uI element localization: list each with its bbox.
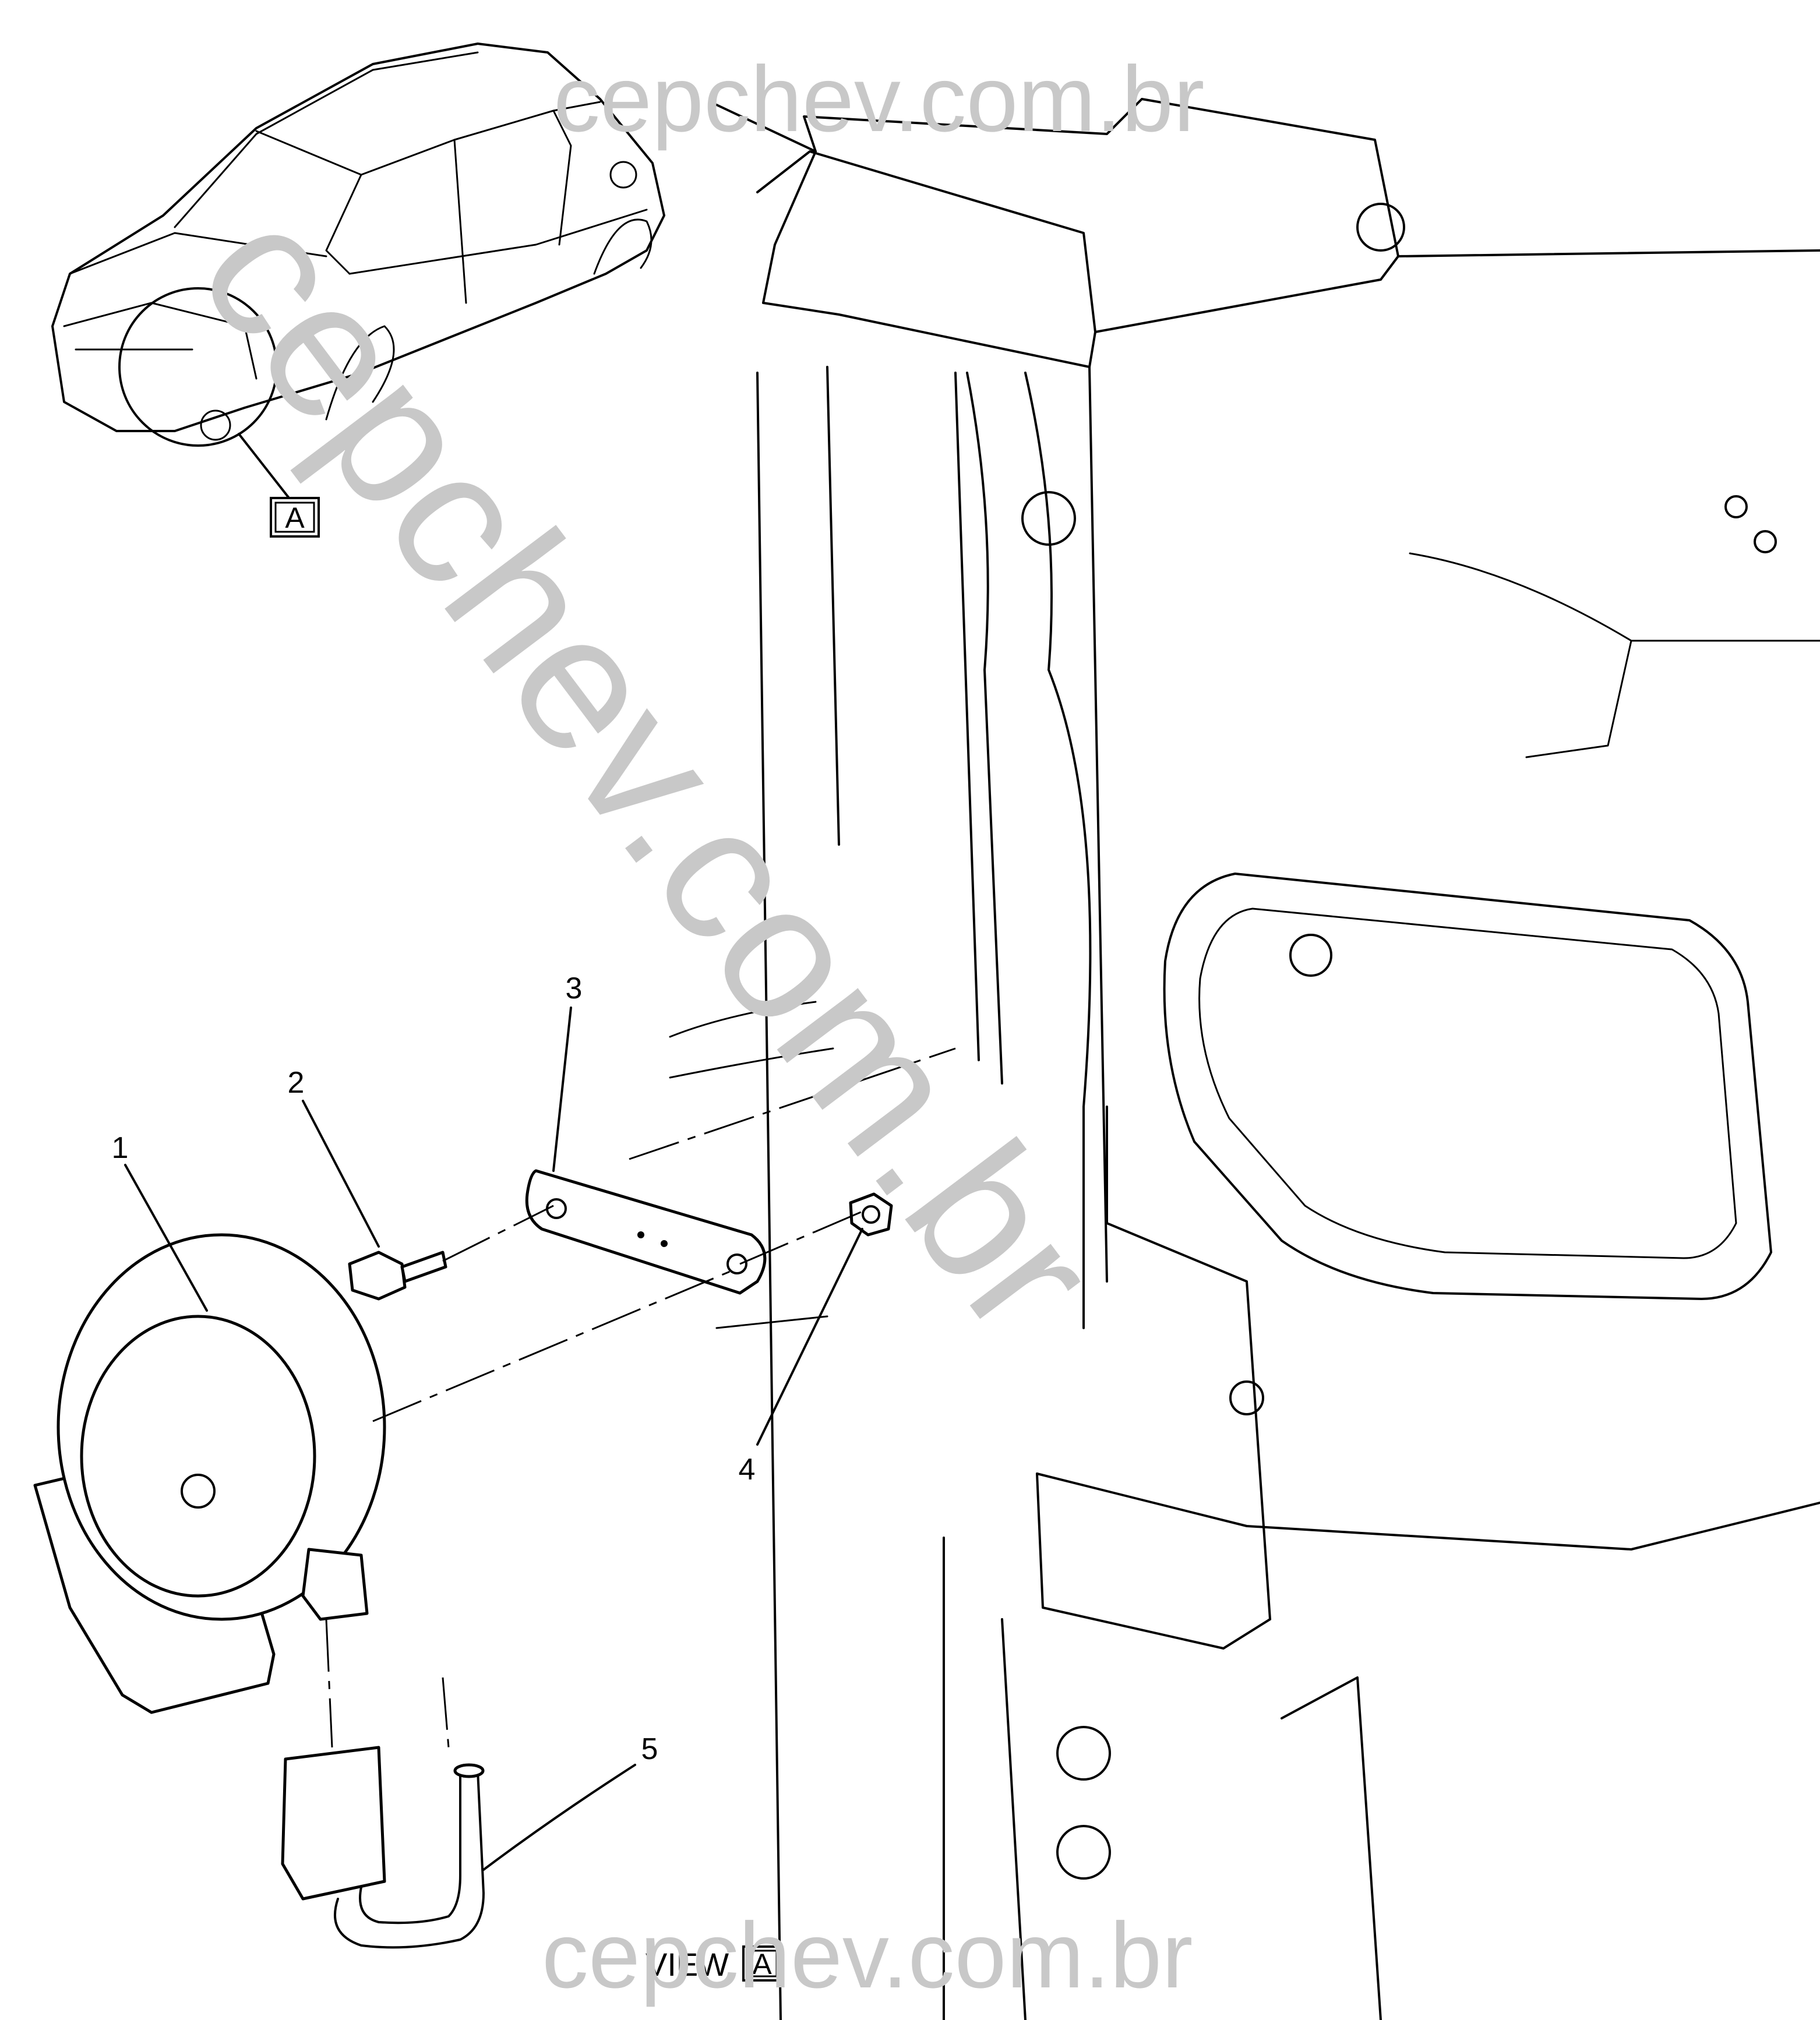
callout-1: 1 (112, 1131, 208, 1312)
connector-harness-part (281, 1746, 485, 1949)
callout-1-label: 1 (112, 1131, 129, 1165)
callout-2-label: 2 (288, 1066, 305, 1100)
callout-4-label: 4 (739, 1453, 756, 1486)
callout-5: 5 (482, 1732, 658, 1871)
front-body-structure (669, 98, 1820, 2020)
view-a-detail-circle (118, 287, 292, 502)
watermark-diagonal: cepchev.com.br (158, 169, 1140, 1371)
view-caption-word: VIEW (646, 1946, 729, 1983)
callout-2: 2 (288, 1066, 380, 1248)
view-marker-letter: A (285, 502, 305, 534)
view-a-marker-box: A (270, 497, 320, 538)
watermark-top: cepchev.com.br (553, 47, 1205, 151)
watermarks: cepchev.com.br cepchev.com.br cepchev.co… (158, 47, 1204, 2007)
callout-3-label: 3 (566, 972, 583, 1005)
view-caption: VIEW A (646, 1945, 782, 1983)
assembly-centerlines (325, 1047, 956, 1748)
horn-part (33, 1233, 386, 1714)
callout-5-label: 5 (641, 1732, 658, 1766)
view-caption-letter: A (752, 1948, 772, 1980)
vehicle-overview (51, 43, 665, 441)
bolt-part (348, 1251, 447, 1301)
watermark-bottom: cepchev.com.br (542, 1903, 1193, 2007)
callout-3: 3 (552, 972, 583, 1172)
nut-part (849, 1192, 893, 1237)
callout-4: 4 (739, 1228, 863, 1486)
bracket-part (525, 1169, 767, 1295)
